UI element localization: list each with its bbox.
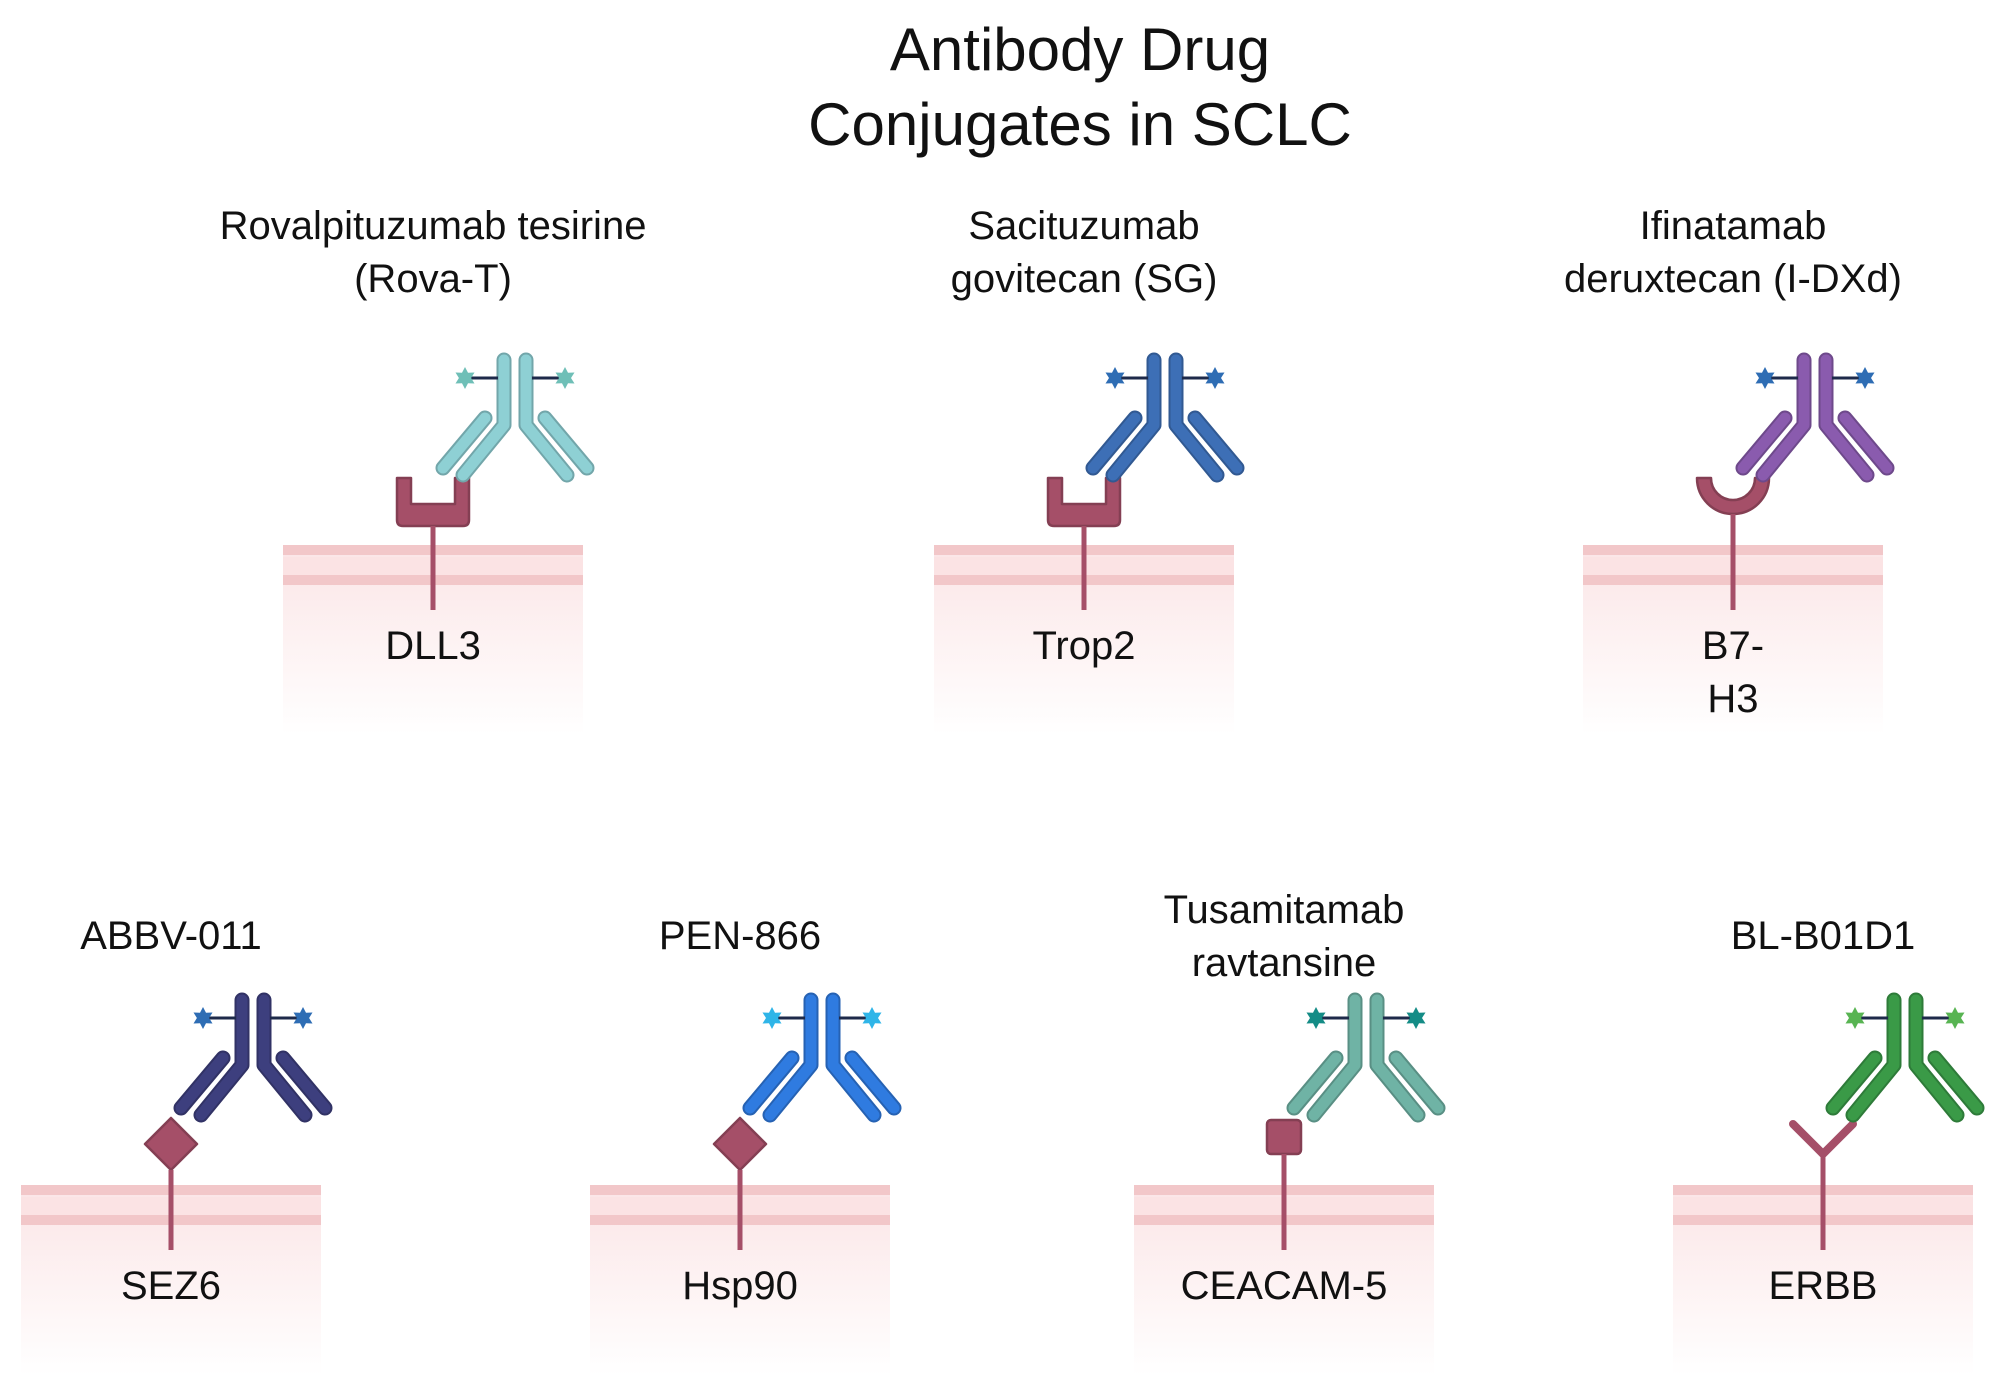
- receptor-head: [1789, 1120, 1857, 1158]
- antibody-3: [1735, 352, 1895, 483]
- payload-left-icon: [762, 1007, 782, 1029]
- light-chain-left: [437, 412, 491, 474]
- receptor-5: [712, 1116, 768, 1250]
- heavy-chain-right: [520, 354, 573, 481]
- drug-name-4: ABBV-011: [0, 910, 421, 963]
- target-name-7-line-1: ERBB: [1768, 1264, 1878, 1308]
- heavy-chain-right: [1170, 354, 1223, 481]
- payload-left-icon: [1755, 367, 1775, 389]
- target-name-7: ERBB: [1573, 1260, 2000, 1313]
- receptor-6: [1265, 1118, 1303, 1250]
- drug-name-1: Rovalpituzumab tesirine (Rova-T): [183, 200, 683, 306]
- receptor-head: [1046, 476, 1122, 528]
- receptor-head: [1695, 476, 1771, 516]
- receptor-3: [1695, 476, 1771, 610]
- heavy-chain-left: [457, 354, 510, 481]
- payload-right-icon: [1945, 1007, 1965, 1029]
- receptor-7: [1789, 1120, 1857, 1250]
- heavy-chain-right: [1910, 994, 1963, 1121]
- drug-name-1-line-2: (Rova-T): [354, 257, 512, 301]
- light-chain-left: [1737, 412, 1791, 474]
- receptor-head: [1265, 1118, 1303, 1156]
- payload-right-icon: [1205, 367, 1225, 389]
- payload-right-icon: [1855, 367, 1875, 389]
- target-name-6-line-1: CEACAM-5: [1180, 1264, 1388, 1308]
- receptor-head: [143, 1116, 199, 1172]
- heavy-chain-right: [827, 994, 880, 1121]
- diagram-title: Antibody Drug Conjugates in SCLC: [700, 12, 1460, 162]
- drug-name-2-line-1: Sacituzumab: [968, 204, 1200, 248]
- antibody-5: [742, 992, 902, 1123]
- heavy-chain-left: [1107, 354, 1160, 481]
- payload-left-icon: [1306, 1007, 1326, 1029]
- drug-name-7-line-1: BL-B01D1: [1730, 914, 1916, 958]
- light-chain-left: [744, 1052, 798, 1114]
- drug-name-5: PEN-866: [490, 910, 990, 963]
- target-name-6: CEACAM-5: [1034, 1260, 1534, 1313]
- light-chain-right: [1189, 412, 1243, 474]
- light-chain-right: [846, 1052, 900, 1114]
- heavy-chain-left: [1308, 994, 1361, 1121]
- cell-membrane-2: [934, 545, 1234, 735]
- receptor-head: [395, 476, 471, 528]
- antibody-2: [1085, 352, 1245, 483]
- payload-left-icon: [1105, 367, 1125, 389]
- target-name-4-line-1: SEZ6: [120, 1264, 222, 1308]
- drug-name-3-line-1: Ifinatamab: [1639, 204, 1827, 248]
- heavy-chain-left: [1757, 354, 1810, 481]
- light-chain-right: [277, 1052, 331, 1114]
- payload-right-icon: [555, 367, 575, 389]
- target-name-5-line-1: Hsp90: [682, 1264, 798, 1308]
- light-chain-left: [1827, 1052, 1881, 1114]
- target-name-1: DLL3: [183, 620, 683, 673]
- drug-name-3-line-2: deruxtecan (I-DXd): [1564, 257, 1902, 301]
- target-name-3: B7-H3: [1483, 620, 1983, 726]
- light-chain-left: [1087, 412, 1141, 474]
- target-name-3-line-1: B7-: [1701, 624, 1765, 668]
- heavy-chain-left: [195, 994, 248, 1121]
- drug-name-2-line-2: govitecan (SG): [950, 257, 1218, 301]
- light-chain-right: [1839, 412, 1893, 474]
- target-name-2: Trop2: [834, 620, 1334, 673]
- payload-right-icon: [862, 1007, 882, 1029]
- light-chain-left: [175, 1052, 229, 1114]
- target-name-4: SEZ6: [0, 1260, 421, 1313]
- payload-right-icon: [293, 1007, 313, 1029]
- heavy-chain-right: [258, 994, 311, 1121]
- receptor-head: [712, 1116, 768, 1172]
- drug-name-2: Sacituzumab govitecan (SG): [834, 200, 1334, 306]
- heavy-chain-right: [1371, 994, 1424, 1121]
- target-name-3-line-2: H3: [1707, 677, 1759, 721]
- heavy-chain-left: [764, 994, 817, 1121]
- title-line-1: Antibody Drug: [889, 16, 1271, 83]
- title-line-2: Conjugates in SCLC: [808, 91, 1352, 158]
- antibody-4: [173, 992, 333, 1123]
- target-name-2-line-1: Trop2: [1032, 624, 1136, 668]
- drug-name-5-line-1: PEN-866: [658, 914, 822, 958]
- light-chain-right: [539, 412, 593, 474]
- heavy-chain-right: [1820, 354, 1873, 481]
- antibody-7: [1825, 992, 1985, 1123]
- antibody-1: [435, 352, 595, 483]
- drug-name-6-line-2: ravtansine: [1191, 941, 1377, 985]
- drug-name-3: Ifinatamab deruxtecan (I-DXd): [1483, 200, 1983, 306]
- drug-name-1-line-1: Rovalpituzumab tesirine: [219, 204, 647, 248]
- heavy-chain-left: [1847, 994, 1900, 1121]
- drug-name-4-line-1: ABBV-011: [80, 914, 262, 958]
- light-chain-left: [1288, 1052, 1342, 1114]
- drug-name-7: BL-B01D1: [1573, 910, 2000, 963]
- antibody-6: [1286, 992, 1446, 1123]
- light-chain-right: [1929, 1052, 1983, 1114]
- payload-left-icon: [455, 367, 475, 389]
- payload-left-icon: [193, 1007, 213, 1029]
- payload-left-icon: [1845, 1007, 1865, 1029]
- drug-name-6-line-1: Tusamitamab: [1163, 888, 1405, 932]
- target-name-5: Hsp90: [490, 1260, 990, 1313]
- drug-name-6: Tusamitamab ravtansine: [1034, 884, 1534, 990]
- payload-right-icon: [1406, 1007, 1426, 1029]
- light-chain-right: [1390, 1052, 1444, 1114]
- target-name-1-line-1: DLL3: [385, 624, 481, 668]
- receptor-4: [143, 1116, 199, 1250]
